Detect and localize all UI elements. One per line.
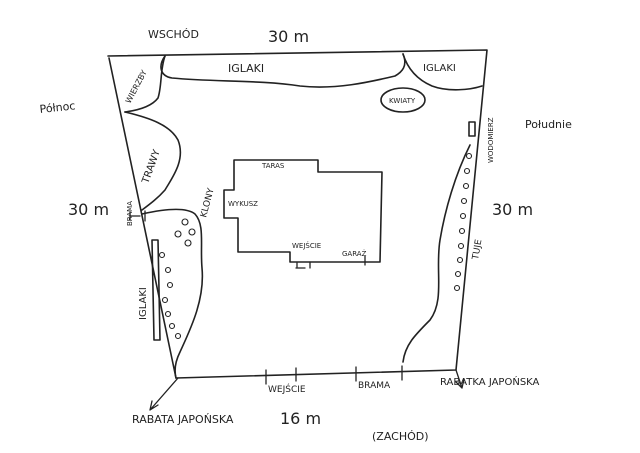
dimension-right: 30 m	[492, 200, 533, 219]
water-meter-box	[468, 121, 476, 137]
label-garage: GARAŻ	[342, 249, 367, 258]
label-bottom-entrance: WEJŚCIE	[268, 383, 306, 395]
grasses-area	[124, 111, 182, 211]
dimension-left: 30 m	[68, 200, 109, 219]
flowers-bed	[380, 87, 426, 113]
conifers-top-right-area	[402, 53, 483, 91]
label-bay: WYKUSZ	[228, 200, 258, 208]
label-bottom-gate: BRAMA	[358, 381, 391, 391]
maple-trees	[174, 218, 196, 247]
dimension-top: 30 m	[268, 27, 309, 46]
arrow-japanese-bed-right	[455, 369, 465, 389]
plot-boundary	[107, 49, 488, 379]
label-japanese-bed-right-text: RABATKA JAPOŃSKA	[440, 375, 540, 388]
willow-area	[124, 55, 166, 113]
direction-north: Północ	[39, 99, 76, 116]
label-terrace: TARAS	[261, 162, 285, 170]
label-japanese-bed-left: RABATA JAPOŃSKA	[132, 413, 234, 426]
direction-west: (ZACHÓD)	[372, 430, 429, 443]
dimension-bottom: 16 m	[280, 409, 321, 428]
arrow-japanese-bed-left	[149, 377, 179, 411]
label-conifers-left: IGLAKI	[138, 287, 149, 320]
side-gate-marks	[129, 210, 146, 222]
left-shrubs	[158, 251, 182, 340]
direction-south: Południe	[525, 118, 572, 131]
label-willow: WIERZBY	[124, 69, 149, 105]
label-side-gate: BRAMA	[126, 201, 134, 226]
label-conifers-top: IGLAKI	[228, 62, 264, 75]
label-water-meter: WODOMIERZ	[487, 117, 495, 163]
maples-bed-line	[141, 208, 204, 379]
label-thujas: TUJE	[471, 238, 485, 261]
label-maples: KLONY	[199, 187, 217, 219]
label-japanese-bed-right: RABATKA JAPOŃSKA	[440, 375, 540, 388]
conifers-left-box	[151, 239, 161, 341]
house-outline	[223, 159, 383, 263]
conifers-top-strip	[160, 53, 406, 88]
house-door-marks	[295, 255, 366, 269]
label-grasses: TRAWY	[140, 148, 163, 186]
direction-east: WSCHÓD	[148, 28, 199, 41]
label-flowers: KWIATY	[389, 97, 416, 105]
label-house-entrance: WEJŚCIE	[292, 241, 321, 250]
thuja-trees	[453, 152, 473, 292]
thujas-bed-line	[402, 144, 471, 363]
label-conifers-top-right: IGLAKI	[423, 63, 456, 74]
label-japanese-bed-left-text: RABATA JAPOŃSKA	[132, 413, 234, 426]
